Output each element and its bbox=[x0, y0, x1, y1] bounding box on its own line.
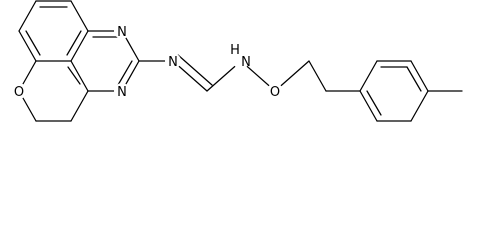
bond bbox=[366, 90, 382, 116]
atom-n-pyrimidine-upper: N bbox=[114, 23, 130, 40]
atom-label: N bbox=[117, 25, 127, 40]
atom-label: N bbox=[117, 85, 127, 100]
atom-label: N bbox=[168, 55, 178, 70]
bond bbox=[70, 90, 89, 122]
atom-o-oxime: O bbox=[267, 83, 283, 100]
bond bbox=[117, 60, 133, 86]
bond bbox=[67, 66, 81, 85]
atom-labels: N N O N H N O bbox=[11, 23, 283, 100]
bond bbox=[406, 66, 422, 92]
bond bbox=[410, 90, 429, 122]
atom-label-n: N bbox=[241, 55, 251, 70]
bond bbox=[70, 60, 89, 92]
bond bbox=[18, 0, 37, 32]
bond bbox=[70, 30, 89, 62]
bond bbox=[410, 60, 429, 92]
atom-n-imine: N bbox=[165, 53, 181, 70]
bond bbox=[308, 60, 327, 92]
bond bbox=[70, 0, 89, 32]
bond bbox=[25, 30, 41, 56]
atom-nh: H N bbox=[230, 43, 251, 70]
bond bbox=[18, 30, 37, 62]
atom-label: O bbox=[14, 85, 24, 100]
atom-n-pyrimidine-lower: N bbox=[114, 83, 130, 100]
bond bbox=[359, 90, 378, 122]
bonds bbox=[18, 0, 463, 122]
atom-label-h: H bbox=[230, 43, 240, 58]
bond bbox=[177, 54, 213, 86]
bond bbox=[66, 30, 82, 56]
bond bbox=[359, 60, 378, 92]
chemical-structure-diagram: N N O N H N O bbox=[11, 0, 463, 122]
atom-label: O bbox=[270, 85, 280, 100]
atom-o-chromene: O bbox=[11, 83, 27, 100]
